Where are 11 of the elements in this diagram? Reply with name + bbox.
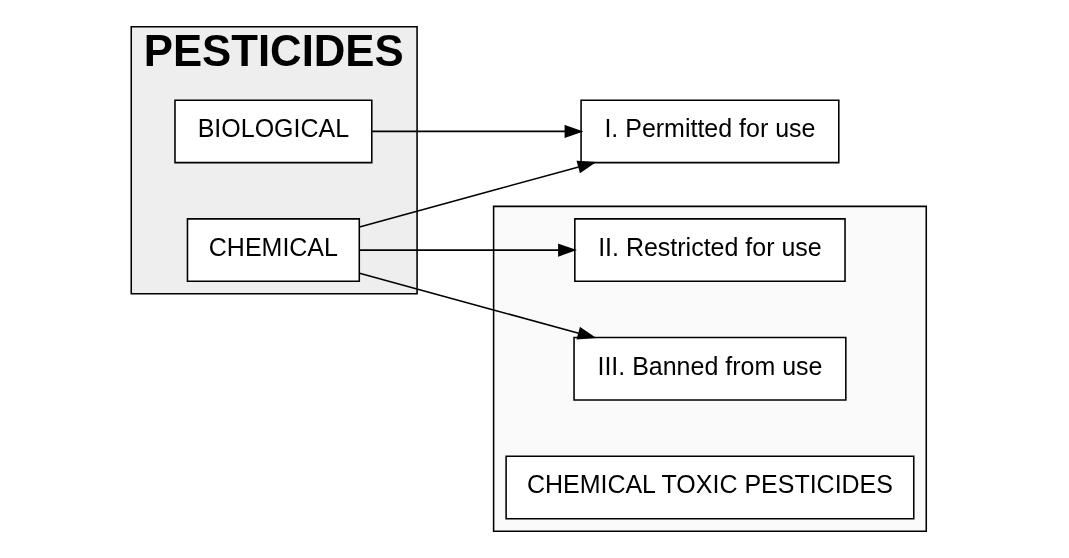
arrow (358, 160, 596, 228)
arrow (358, 272, 596, 340)
node-box: CHEMICAL TOXIC PESTICIDES (504, 455, 915, 520)
node-box: CHEMICAL (186, 218, 360, 283)
arrow (358, 243, 577, 257)
node-box: BIOLOGICAL (173, 99, 373, 164)
node-box: II. Restricted for use (573, 218, 846, 283)
cluster (492, 205, 927, 533)
node-box: I. Permitted for use (579, 99, 840, 164)
arrow (370, 124, 583, 138)
node-box: III. Banned from use (572, 336, 847, 401)
